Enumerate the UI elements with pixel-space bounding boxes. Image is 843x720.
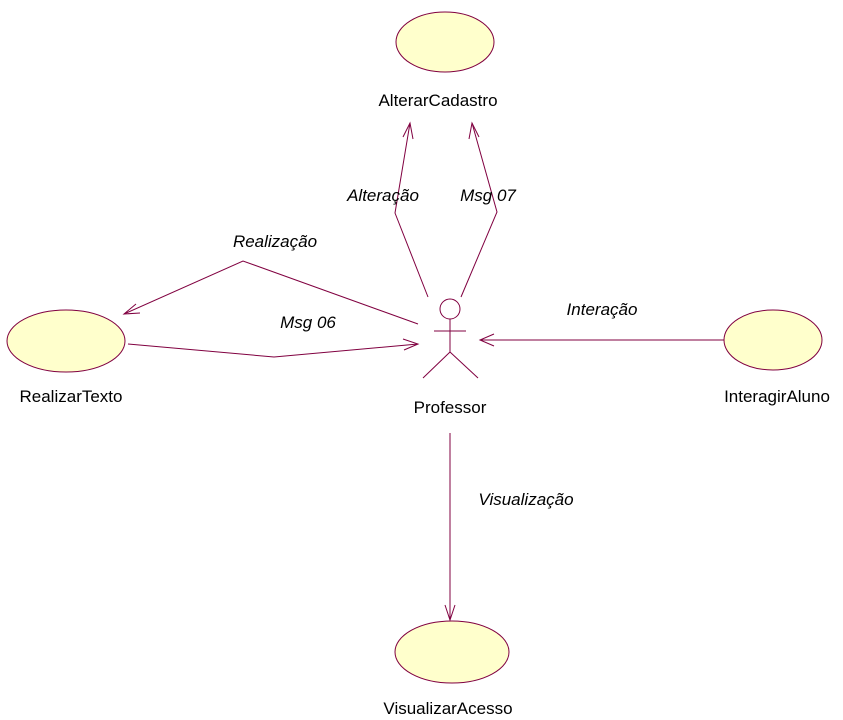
use-case-label: AlterarCadastro bbox=[378, 91, 497, 110]
use-case-alterar-cadastro[interactable]: AlterarCadastro bbox=[378, 11, 498, 110]
actor-right-leg bbox=[449, 351, 479, 379]
association-alteracao[interactable]: Alteração bbox=[346, 121, 429, 298]
arrow-head-icon bbox=[478, 333, 495, 347]
arrow-head-icon bbox=[402, 121, 414, 140]
use-case-ellipse bbox=[395, 11, 495, 73]
actor-professor[interactable]: Professor bbox=[414, 298, 487, 417]
message-label: Realização bbox=[233, 232, 317, 251]
message-label: Interação bbox=[567, 300, 638, 319]
use-case-interagir-aluno[interactable]: InteragirAluno bbox=[723, 309, 830, 406]
actor-head bbox=[439, 298, 461, 320]
association-line bbox=[394, 122, 429, 298]
use-case-label: VisualizarAcesso bbox=[383, 699, 512, 718]
arrow-head-icon bbox=[122, 303, 141, 315]
use-case-visualizar-acesso[interactable]: VisualizarAcesso bbox=[383, 620, 513, 718]
actor-left-leg bbox=[422, 351, 451, 379]
message-label: Visualização bbox=[478, 490, 573, 509]
use-case-ellipse bbox=[394, 620, 510, 684]
use-case-realizar-texto[interactable]: RealizarTexto bbox=[6, 309, 126, 406]
arrow-head-icon bbox=[444, 604, 456, 622]
association-msg06[interactable]: Msg 06 bbox=[127, 313, 420, 358]
association-msg07[interactable]: Msg 07 bbox=[460, 121, 516, 298]
association-line bbox=[127, 343, 419, 358]
arrow-head-icon bbox=[402, 338, 420, 351]
message-label: Alteração bbox=[346, 186, 419, 205]
use-case-label: InteragirAluno bbox=[724, 387, 830, 406]
stick-figure-icon bbox=[422, 298, 479, 379]
association-line bbox=[123, 260, 419, 325]
use-case-ellipse bbox=[6, 309, 126, 373]
association-line bbox=[460, 122, 498, 298]
arrow-head-icon bbox=[468, 121, 480, 140]
use-case-label: RealizarTexto bbox=[20, 387, 123, 406]
use-case-ellipse bbox=[723, 309, 823, 371]
association-interacao[interactable]: Interação bbox=[478, 300, 724, 347]
association-realizacao[interactable]: Realização bbox=[122, 232, 419, 325]
actor-label: Professor bbox=[414, 398, 487, 417]
message-label: Msg 06 bbox=[280, 313, 336, 332]
association-visualizacao[interactable]: Visualização bbox=[444, 433, 574, 622]
message-label: Msg 07 bbox=[460, 186, 516, 205]
